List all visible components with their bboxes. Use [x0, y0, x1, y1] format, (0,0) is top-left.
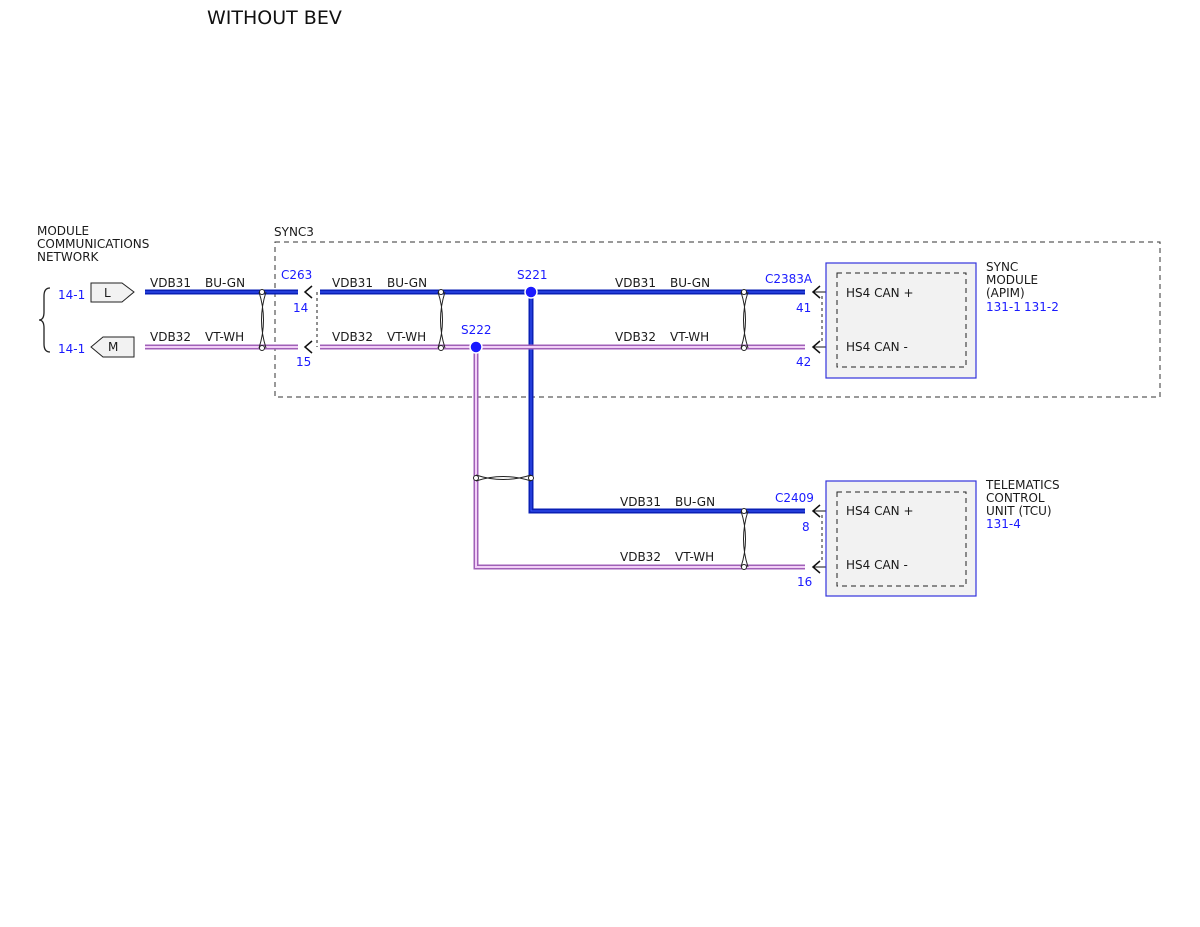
wire-label-color: VT-WH: [387, 330, 426, 344]
wire-label-code: VDB31: [615, 276, 656, 290]
splice-s222[interactable]: S222: [461, 323, 492, 354]
network-brace: [38, 287, 51, 353]
tcu-label-line2: CONTROL: [986, 491, 1045, 505]
network-label-line3: NETWORK: [37, 250, 100, 264]
telematics-control-unit[interactable]: HS4 CAN + HS4 CAN -: [825, 480, 977, 597]
connector-l-label: L: [104, 286, 111, 300]
wire-label-code: VDB32: [150, 330, 191, 344]
wire-vdb32[interactable]: [145, 344, 805, 570]
network-ref-l[interactable]: 14-1: [58, 288, 85, 302]
connector-c263[interactable]: C263 14 15: [281, 268, 318, 369]
network-label-line1: MODULE: [37, 224, 89, 238]
connector-c263-pin-plus: 14: [293, 301, 308, 315]
apim-pin-minus: HS4 CAN -: [846, 340, 908, 354]
apim-label-line3: (APIM): [986, 286, 1025, 300]
wire-label-code: VDB32: [620, 550, 661, 564]
connector-c2409-pin-plus: 8: [802, 520, 810, 534]
connector-c2409-pin-minus: 16: [797, 575, 812, 589]
wire-label-color: BU-GN: [205, 276, 245, 290]
connector-c263-label: C263: [281, 268, 312, 282]
splice-s222-label: S222: [461, 323, 492, 337]
apim-ref-1[interactable]: 131-1: [986, 300, 1021, 314]
connector-c263-pin-minus: 15: [296, 355, 311, 369]
tcu-label-line3: UNIT (TCU): [986, 504, 1052, 518]
connector-m-shape: [90, 336, 135, 358]
wire-label-code: VDB32: [332, 330, 373, 344]
connector-c2383a-label: C2383A: [765, 272, 813, 286]
tcu-pin-plus: HS4 CAN +: [846, 504, 914, 518]
wire-label-color: VT-WH: [205, 330, 244, 344]
connector-c2409[interactable]: C2409 8 16: [775, 491, 838, 589]
splice-s221[interactable]: S221: [517, 268, 548, 299]
apim-label-line1: SYNC: [986, 260, 1018, 274]
wire-label-color: BU-GN: [387, 276, 427, 290]
wire-label-color: BU-GN: [675, 495, 715, 509]
connector-c2383a-pin-plus: 41: [796, 301, 811, 315]
wire-label-code: VDB31: [332, 276, 373, 290]
network-label-line2: COMMUNICATIONS: [37, 237, 149, 251]
diagram-title: WITHOUT BEV: [207, 7, 342, 29]
splice-s221-label: S221: [517, 268, 548, 282]
wire-vdb31[interactable]: [145, 289, 805, 514]
wire-label-code: VDB32: [615, 330, 656, 344]
connector-c2409-label: C2409: [775, 491, 814, 505]
sync3-boundary: [274, 241, 1161, 398]
connector-m-label: M: [108, 340, 118, 354]
network-ref-m[interactable]: 14-1: [58, 342, 85, 356]
wire-label-color: VT-WH: [675, 550, 714, 564]
wire-label-color: VT-WH: [670, 330, 709, 344]
tcu-label-line1: TELEMATICS: [985, 478, 1060, 492]
connector-l-shape: [90, 282, 135, 303]
wire-label-code: VDB31: [620, 495, 661, 509]
apim-pin-plus: HS4 CAN +: [846, 286, 914, 300]
wire-label-code: VDB31: [150, 276, 191, 290]
apim-ref-2[interactable]: 131-2: [1024, 300, 1059, 314]
wire-label-color: BU-GN: [670, 276, 710, 290]
connector-c2383a-pin-minus: 42: [796, 355, 811, 369]
apim-label-line2: MODULE: [986, 273, 1038, 287]
sync3-label: SYNC3: [274, 225, 314, 239]
twist-markers: [258, 291, 749, 568]
tcu-pin-minus: HS4 CAN -: [846, 558, 908, 572]
sync-module-apim[interactable]: HS4 CAN + HS4 CAN -: [825, 262, 977, 379]
tcu-ref[interactable]: 131-4: [986, 517, 1021, 531]
